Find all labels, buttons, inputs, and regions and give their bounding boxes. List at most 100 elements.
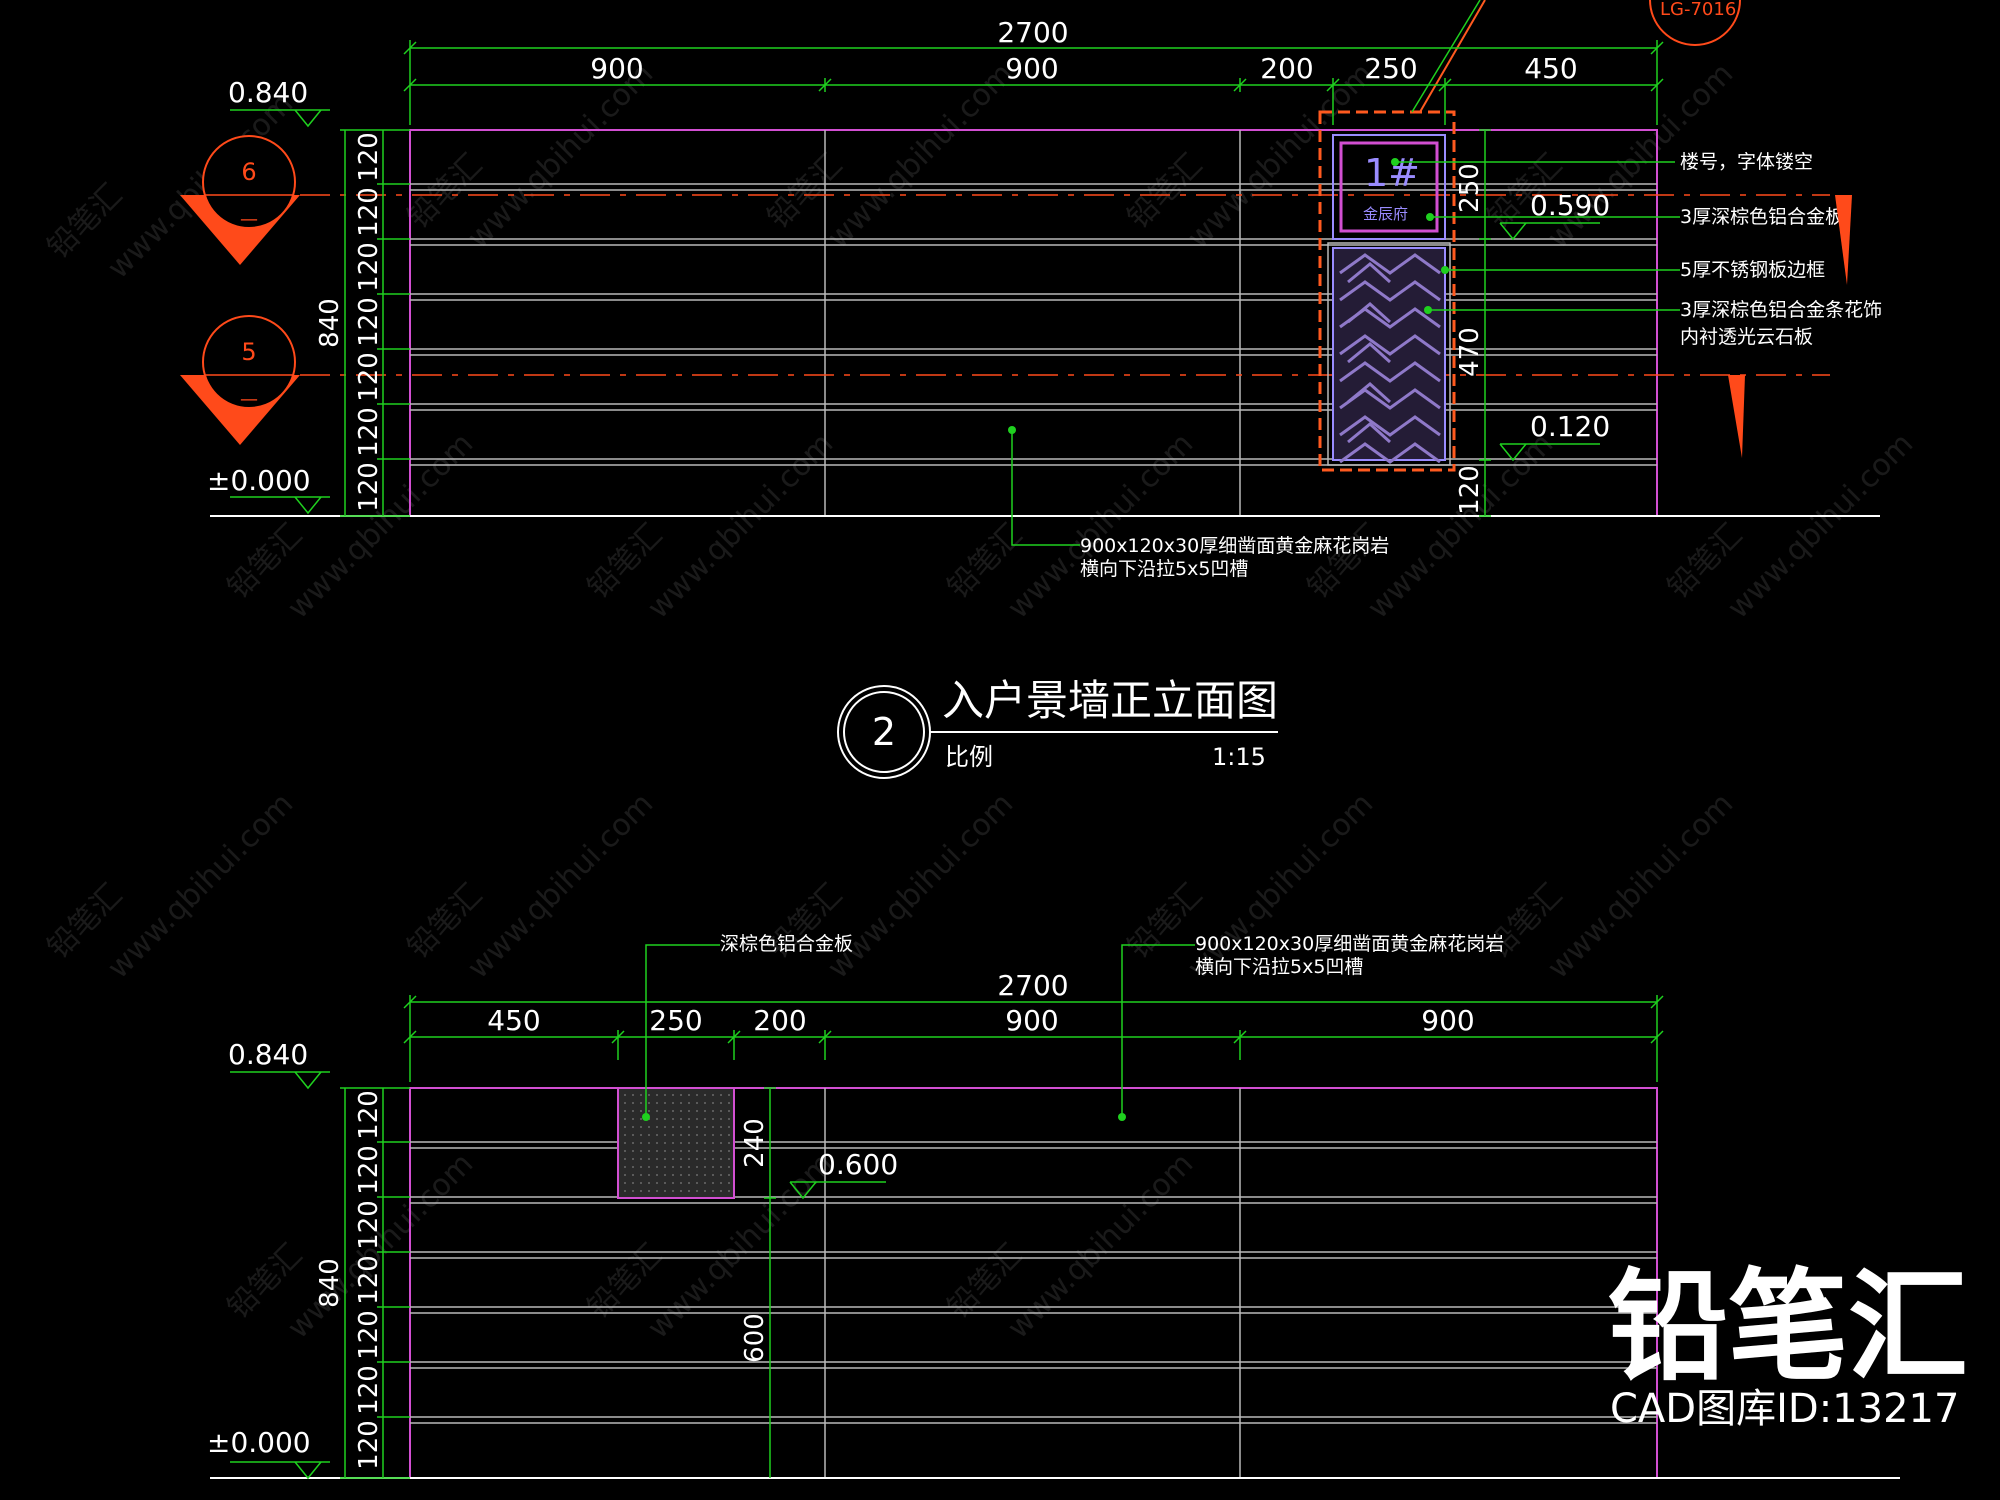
bottom-wall-outline — [409, 1087, 1658, 1479]
panel-texture — [624, 1094, 730, 1192]
bottom-dim-seg-2: 250 — [649, 1004, 702, 1037]
top-dim-seg-4: 250 — [1364, 52, 1417, 85]
top-dim-overall: 2700 — [997, 16, 1068, 49]
course-height-label: 120 — [354, 1365, 384, 1415]
note-aluminum-plate: 3厚深棕色铝合金板 — [1680, 206, 1844, 228]
section-arrow-right-6 — [1835, 195, 1852, 285]
title-text: 入户景墙正立面图 — [942, 676, 1278, 725]
bottom-level-zero: ±0.000 — [207, 1426, 311, 1459]
course-height-label: 120 — [354, 1255, 384, 1305]
bottom-dim-seg-1: 450 — [487, 1004, 540, 1037]
top-vdim-total: 840 — [315, 298, 345, 348]
aluminum-panel — [617, 1087, 735, 1199]
note-granite-b1: 900x120x30厚细凿面黄金麻花岗岩 — [1195, 933, 1504, 955]
sign-plate — [1332, 134, 1446, 240]
bottom-course-dims: 120 120 120 120 120 120 120 — [354, 1090, 384, 1470]
watermark: www.qbihui.com — [101, 786, 300, 985]
title-number: 2 — [872, 710, 896, 754]
bottom-level-0600: 0.600 — [818, 1148, 898, 1181]
ref-tag: LG-7016 — [1660, 0, 1736, 20]
top-dim-seg-5: 450 — [1524, 52, 1577, 85]
top-vdim-lines — [340, 129, 410, 517]
course-height-label: 120 — [354, 297, 384, 347]
course-height-label: 120 — [354, 352, 384, 402]
course-height-label: 120 — [354, 1310, 384, 1360]
top-dim-seg-3: 200 — [1260, 52, 1313, 85]
watermark: www.qbihui.com — [1001, 426, 1200, 625]
scale-value: 1:15 — [1212, 743, 1266, 771]
note-steel-frame: 5厚不锈钢板边框 — [1680, 259, 1825, 281]
bottom-elevation: 深棕色铝合金板 900x120x30厚细凿面黄金麻花岗岩 横向下沿拉5x5凹槽 … — [207, 933, 1900, 1480]
bottom-dim-seg-3: 200 — [753, 1004, 806, 1037]
course-height-label: 120 — [354, 1090, 384, 1140]
note-building-no: 楼号，字体镂空 — [1680, 151, 1813, 173]
watermark: www.qbihui.com — [821, 56, 1020, 255]
svg-text:—: — — [240, 209, 258, 230]
top-dim-seg-2: 900 — [1005, 52, 1058, 85]
note-onyx: 内衬透光云石板 — [1680, 326, 1813, 348]
top-course-dims: 120 120 120 120 120 120 120 — [354, 132, 384, 512]
sign-highlight-box — [1318, 110, 1456, 472]
watermark: www.qbihui.com — [461, 56, 660, 255]
svg-text:6: 6 — [241, 158, 256, 186]
watermark: www.qbihui.com — [1541, 786, 1740, 985]
course-height-label: 120 — [354, 242, 384, 292]
watermark: www.qbihui.com — [821, 786, 1020, 985]
svg-text:—: — — [240, 389, 258, 410]
sign-vdim-120: 120 — [1455, 465, 1485, 515]
bottom-dim-overall: 2700 — [997, 969, 1068, 1002]
course-height-label: 120 — [354, 1420, 384, 1470]
bottom-vdim-lines — [340, 1087, 776, 1479]
sign-name: 金辰府 — [1363, 205, 1408, 223]
brand-caption: CAD图库ID:13217 — [1610, 1386, 1959, 1432]
sign-vdim-470: 470 — [1455, 327, 1485, 377]
watermark: www.qbihui.com — [641, 426, 840, 625]
decor-pattern — [1339, 253, 1441, 464]
bottom-leaders — [645, 944, 1195, 1117]
section-arrow-right-5 — [1728, 375, 1745, 458]
course-height-label: 120 — [354, 462, 384, 512]
bottom-dim-lines — [403, 995, 1664, 1082]
note-granite-2: 横向下沿拉5x5凹槽 — [1080, 558, 1248, 580]
section-marker-5: 5 — — [180, 315, 300, 445]
top-elevation: 1# 金辰府 楼号，字体镂空 3厚深棕色铝合金板 5厚不锈钢板边框 3厚深棕色铝… — [180, 0, 1882, 580]
top-leaders — [1011, 0, 1680, 546]
top-level-0120: 0.120 — [1530, 410, 1610, 443]
top-level-zero: ±0.000 — [207, 464, 311, 497]
top-level-0590: 0.590 — [1530, 189, 1610, 222]
svg-text:5: 5 — [241, 338, 256, 366]
course-height-label: 120 — [354, 187, 384, 237]
brand-logo: 铅笔汇 — [1608, 1258, 1968, 1397]
watermark: www.qbihui.com — [1001, 1146, 1200, 1345]
bottom-level-0840: 0.840 — [228, 1038, 308, 1071]
bottom-dim-seg-4: 900 — [1005, 1004, 1058, 1037]
watermark: www.qbihui.com — [1721, 426, 1920, 625]
sign-vdim-250: 250 — [1455, 163, 1485, 213]
top-course-lines — [410, 130, 1657, 516]
watermark: www.qbihui.com — [461, 786, 660, 985]
course-height-label: 120 — [354, 132, 384, 182]
panel-vdim-600: 600 — [740, 1313, 770, 1363]
sign-number: 1# — [1364, 151, 1420, 195]
top-dim-lines — [403, 40, 1664, 125]
panel-vdim-240: 240 — [740, 1118, 770, 1168]
bottom-dim-seg-5: 900 — [1421, 1004, 1474, 1037]
scale-label: 比例 — [945, 743, 993, 771]
course-height-label: 120 — [354, 1200, 384, 1250]
title-block: 2 入户景墙正立面图 比例 1:15 — [837, 676, 1278, 779]
note-granite-b2: 横向下沿拉5x5凹槽 — [1195, 956, 1363, 978]
section-marker-6: 6 — — [180, 135, 300, 265]
top-level-marks — [230, 109, 1600, 515]
bottom-course-lines — [410, 1088, 1657, 1478]
bottom-level-marks — [230, 1071, 886, 1480]
note-dark-aluminum: 深棕色铝合金板 — [720, 933, 853, 955]
course-height-label: 120 — [354, 407, 384, 457]
note-aluminum-strip: 3厚深棕色铝合金条花饰 — [1680, 299, 1882, 321]
top-dim-seg-1: 900 — [590, 52, 643, 85]
note-granite-1: 900x120x30厚细凿面黄金麻花岗岩 — [1080, 535, 1389, 557]
course-height-label: 120 — [354, 1145, 384, 1195]
top-level-0840: 0.840 — [228, 76, 308, 109]
sign-vdim-lines — [1479, 129, 1491, 517]
watermark: www.qbihui.com — [1181, 56, 1380, 255]
